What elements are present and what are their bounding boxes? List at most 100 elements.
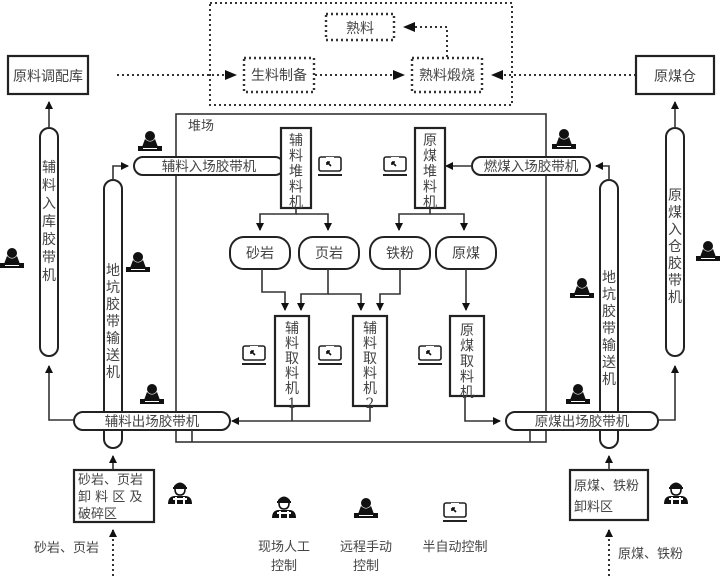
pit-belt-left-label-char: 带 <box>106 314 120 330</box>
yard-frame <box>175 113 547 443</box>
aux-reclaimer-1-label-char: 料 <box>285 336 299 352</box>
pit-belt-right-label-char: 地 <box>602 270 616 286</box>
coal-stacker-label-char: 原 <box>423 133 437 149</box>
pile-raw-coal: 原煤 <box>435 236 497 270</box>
arrow-stacker-to-rawcoal <box>430 213 468 231</box>
legend-operator-console-icon <box>354 498 378 518</box>
coal-storage-belt-label-char: 机 <box>668 290 682 306</box>
aux-stacker-label-char: 堆 <box>289 164 303 180</box>
arrow-coal-reclaimer-to-coalout <box>464 396 501 425</box>
coal-reclaimer-label-char: 原 <box>460 323 474 339</box>
left-input-label: 砂岩、页岩 <box>34 541 99 556</box>
aux-storage-belt-label-char: 辅 <box>42 160 56 176</box>
aux-reclaimer-1-label-char: 取 <box>285 351 299 367</box>
yard-label: 堆场 <box>188 119 214 134</box>
operator-console-icon <box>0 248 24 268</box>
operator-console-icon <box>566 384 590 404</box>
aux-reclaimer-2-label-char: 料 <box>363 366 377 382</box>
pit-belt-right-label-char: 坑 <box>602 287 616 303</box>
coal-in-belt-label: 燃煤入场胶带机 <box>484 158 579 175</box>
operator-console-icon <box>138 131 162 151</box>
pile-sandstone: 砂岩 <box>229 236 291 270</box>
pile-iron-powder: 铁粉 <box>369 236 431 270</box>
aux-reclaimer-2-label-char: 辅 <box>363 321 377 337</box>
pit-belt-left-label-char: 地 <box>106 263 120 279</box>
raw-material-blending-box: 原料调配库 <box>6 54 90 96</box>
pit-belt-right-label-char: 胶 <box>602 303 616 320</box>
coal-storage-belt-label-char: 煤 <box>668 205 682 221</box>
yard-exit-lines <box>191 430 531 442</box>
coal-reclaimer-label-char: 取 <box>460 354 474 370</box>
monitor-cursor-icon <box>417 345 443 366</box>
pit-belt-left-label-char: 胶 <box>106 296 120 313</box>
arrow-stacker-to-shale <box>296 213 332 231</box>
raw-coal-bin-box: 原煤仓 <box>634 54 716 96</box>
pile-sandstone-label: 砂岩 <box>246 246 274 262</box>
arrow-shale-to-reclaimer2 <box>328 293 365 311</box>
arrow-sandstone-to-reclaimer1 <box>261 269 289 311</box>
legend-remote-line2: 控制 <box>353 559 379 574</box>
right-unloading-area: 原煤、铁粉 卸料区 <box>568 468 650 522</box>
pile-shale: 页岩 <box>298 236 360 270</box>
aux-reclaimer-1-label-char: 1 <box>288 396 297 412</box>
coal-in-belt: 燃煤入场胶带机 <box>471 156 591 176</box>
aux-out-belt: 辅料出场胶带机 <box>73 411 231 431</box>
pile-shale-label: 页岩 <box>315 246 343 262</box>
raw-prep-box: 生料制备 <box>242 56 316 94</box>
aux-stacker-label-char: 机 <box>289 195 303 211</box>
monitor-cursor-icon <box>382 156 408 177</box>
pit-belt-right-label-char: 输 <box>602 338 616 354</box>
raw-material-blending-label: 原料调配库 <box>13 69 83 85</box>
aux-stacker-label-char: 料 <box>289 149 303 165</box>
aux-out-belt-label: 辅料出场胶带机 <box>105 413 200 430</box>
legend-semi-auto: 半自动控制 <box>422 540 487 555</box>
arrow-shale-to-reclaimer1 <box>297 269 329 311</box>
pit-belt-right-label-char: 机 <box>602 372 616 388</box>
legend-manual-line1: 现场人工 <box>258 540 310 555</box>
aux-in-belt-label: 辅料入场胶带机 <box>162 158 257 175</box>
operator-console-icon <box>552 129 576 149</box>
coal-storage-belt-label-char: 仓 <box>668 239 682 255</box>
coal-storage-belt-label-char: 胶 <box>668 255 682 272</box>
legend-monitor-cursor-icon <box>442 502 468 523</box>
legend-manual-line2: 控制 <box>271 559 297 574</box>
pit-belt-right-label-char: 送 <box>602 355 616 371</box>
left-unloading-line3: 破碎区 <box>78 507 117 522</box>
calcination-box: 熟料煅烧 <box>410 56 484 94</box>
coal-stacker-label-char: 煤 <box>423 149 437 165</box>
aux-stacker-label-char: 料 <box>289 180 303 196</box>
monitor-cursor-icon <box>241 345 267 366</box>
arrow-pit-left-to-auxin <box>112 162 129 180</box>
legend-worker-helmet-icon <box>271 495 297 519</box>
pit-belt-left-label-char: 输 <box>106 331 120 347</box>
monitor-cursor-icon <box>317 345 343 366</box>
operator-console-icon <box>126 252 150 272</box>
clinker-label: 熟料 <box>346 21 374 37</box>
worker-helmet-icon <box>663 481 689 505</box>
pit-belt-left-label-char: 坑 <box>106 280 120 296</box>
aux-storage-belt-label-char: 胶 <box>42 231 56 248</box>
coal-out-belt-label: 原煤出场胶带机 <box>535 413 630 430</box>
kiln-area-frame <box>209 2 513 106</box>
pit-belt-left-label-char: 机 <box>106 365 120 381</box>
coal-reclaimer-label-char: 机 <box>460 385 474 401</box>
aux-reclaimer-2-label-char: 取 <box>363 351 377 367</box>
aux-reclaimer-2-label-char: 机 <box>363 381 377 397</box>
arrow-auxout-to-storage-belt <box>45 365 75 421</box>
operator-console-icon <box>696 241 720 261</box>
aux-reclaimer-2-label-char: 2 <box>366 396 375 412</box>
left-unloading-line2: 卸 料 区 及 <box>78 489 142 505</box>
legend-remote-line1: 远程手动 <box>340 540 392 555</box>
left-unloading-line1: 砂岩、页岩 <box>78 473 143 488</box>
raw-prep-label: 生料制备 <box>251 67 307 84</box>
calcination-label: 熟料煅烧 <box>419 68 475 84</box>
pit-belt-left-label-char: 送 <box>106 348 120 364</box>
